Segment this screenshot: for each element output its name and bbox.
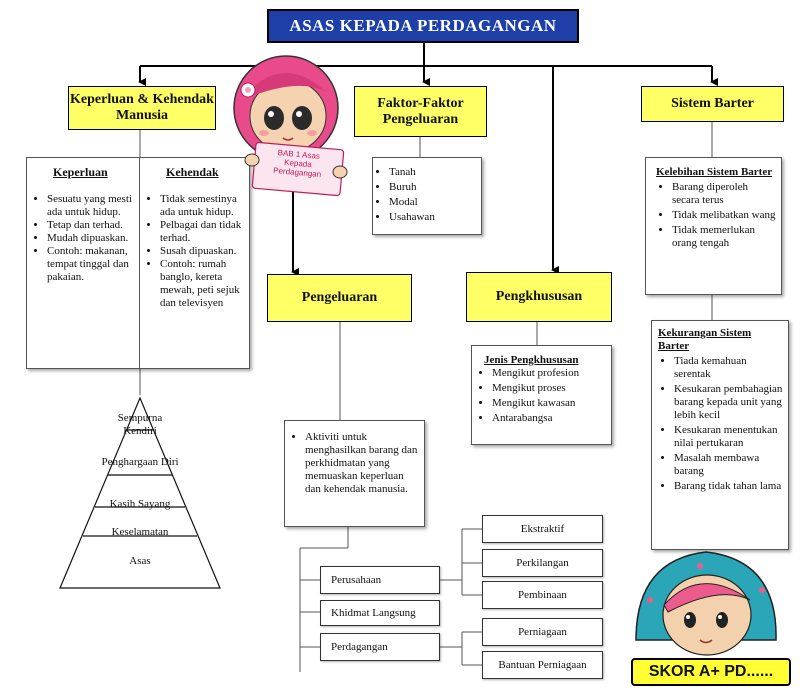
list-item: Mengikut profesion: [492, 367, 607, 380]
pyramid-level-label: Kasih Sayang: [109, 498, 171, 510]
perkilangan-label: Perkilangan: [516, 557, 569, 569]
ekstraktif-label: Ekstraktif: [520, 523, 565, 535]
keperluan-column: Keperluan Sesuatu yang mesti ada untuk h…: [31, 166, 135, 284]
list-item: Mudah dipuaskan.: [47, 232, 135, 245]
list-item: Susah dipuaskan.: [160, 245, 248, 258]
list-item: Pelbagai dan tidak terhad.: [160, 219, 248, 245]
keperluan-kehendak-label: Keperluan & Kehendak Manusia: [70, 92, 214, 123]
list-item: Kesukaran pembahagian barang kepada unit…: [674, 383, 784, 422]
kehendak-heading: Kehendak: [166, 165, 219, 179]
faktor-list-box: Tanah Buruh Modal Usahawan: [372, 157, 482, 235]
kekurangan-box: Kekurangan Sistem Barter Tiada kemahuan …: [651, 320, 789, 550]
sistem-barter-box: Sistem Barter: [641, 86, 784, 122]
khidmat-langsung-box: Khidmat Langsung: [320, 600, 440, 626]
perdagangan-box: Perdagangan: [320, 633, 440, 661]
list-item: Contoh: makanan, tempat tinggal dan paka…: [47, 245, 135, 284]
faktor-pengeluaran-box: Faktor-Faktor Pengeluaran: [354, 86, 487, 137]
main-title: ASAS KEPADA PERDAGANGAN: [267, 9, 579, 43]
keperluan-kehendak-detail: Keperluan Sesuatu yang mesti ada untuk h…: [26, 157, 250, 369]
list-item: Tanah: [389, 166, 481, 179]
list-item: Tiada kemahuan serentak: [674, 355, 784, 381]
pembinaan-label: Pembinaan: [518, 589, 567, 601]
pyramid-level-label: Keselamatan: [111, 526, 169, 538]
pengeluaran-label: Pengeluaran: [301, 290, 378, 305]
keperluan-kehendak-box: Keperluan & Kehendak Manusia: [68, 86, 216, 130]
list-item: Mengikut proses: [492, 382, 607, 395]
list-item: Sesuatu yang mesti ada untuk hidup.: [47, 193, 135, 219]
list-item: Tetap dan terhad.: [47, 219, 135, 232]
column-divider: [139, 158, 140, 368]
list-item: Tidak memerlukan orang tengah: [672, 224, 777, 250]
sistem-barter-label: Sistem Barter: [671, 96, 754, 111]
list-item: Modal: [389, 196, 481, 209]
pengeluaran-description-box: Aktiviti untuk menghasilkan barang dan p…: [284, 420, 425, 527]
list-item: Buruh: [389, 181, 481, 194]
pengkhususan-box: Pengkhususan: [466, 272, 612, 322]
pyramid-level-4: Keselamatan: [80, 526, 200, 538]
kekurangan-heading: Kekurangan Sistem Barter: [658, 327, 752, 352]
list-item: Tidak melibatkan wang: [672, 209, 777, 222]
bantuan-perniagaan-label: Bantuan Perniagaan: [498, 659, 587, 671]
pyramid-level-5: Asas: [80, 555, 200, 567]
list-item: Masalah membawa barang: [674, 452, 784, 478]
list-item: Mengikut kawasan: [492, 397, 607, 410]
list-item: Kesukaran menentukan nilai pertukaran: [674, 424, 784, 450]
perniagaan-label: Perniagaan: [518, 626, 567, 638]
pyramid-level-label: Asas: [129, 555, 151, 567]
kelebihan-box: Kelebihan Sistem Barter Barang diperoleh…: [645, 157, 782, 295]
skor-banner: SKOR A+ PD......: [631, 658, 791, 686]
bantuan-perniagaan-box: Bantuan Perniagaan: [482, 651, 603, 679]
list-item: Antarabangsa: [492, 412, 607, 425]
pembinaan-box: Pembinaan: [482, 581, 603, 609]
kelebihan-heading: Kelebihan Sistem Barter: [656, 166, 773, 178]
perkilangan-box: Perkilangan: [482, 549, 603, 577]
list-item: Barang diperoleh secara terus: [672, 181, 777, 207]
list-item: Tidak semestinya ada untuk hidup.: [160, 193, 248, 219]
pengeluaran-description: Aktiviti untuk menghasilkan barang dan p…: [305, 431, 418, 496]
keperluan-heading: Keperluan: [53, 165, 108, 179]
ekstraktif-box: Ekstraktif: [482, 515, 603, 543]
list-item: Contoh: rumah banglo, kereta mewah, peti…: [160, 258, 248, 310]
faktor-pengeluaran-label: Faktor-Faktor Pengeluaran: [377, 95, 464, 127]
pengeluaran-box: Pengeluaran: [267, 274, 412, 322]
kehendak-column: Kehendak Tidak semestinya ada untuk hidu…: [144, 166, 248, 310]
list-item: Barang tidak tahan lama: [674, 480, 784, 493]
jenis-pengkhususan-heading: Jenis Pengkhususan: [484, 354, 579, 366]
perdagangan-label: Perdagangan: [331, 641, 388, 653]
khidmat-langsung-label: Khidmat Langsung: [331, 607, 416, 619]
pengkhususan-label: Pengkhususan: [495, 289, 583, 304]
perusahaan-box: Perusahaan: [320, 566, 440, 594]
pyramid-level-1: Sempurna Kendiri: [117, 412, 163, 437]
pyramid-level-label: Penghargaan Diri: [101, 456, 179, 468]
pyramid-level-2: Penghargaan Diri: [80, 456, 200, 468]
jenis-pengkhususan-box: Jenis Pengkhususan Mengikut profesion Me…: [471, 345, 612, 445]
perniagaan-box: Perniagaan: [482, 618, 603, 646]
perusahaan-label: Perusahaan: [331, 574, 382, 586]
list-item: Usahawan: [389, 211, 481, 224]
pyramid-level-3: Kasih Sayang: [80, 498, 200, 510]
